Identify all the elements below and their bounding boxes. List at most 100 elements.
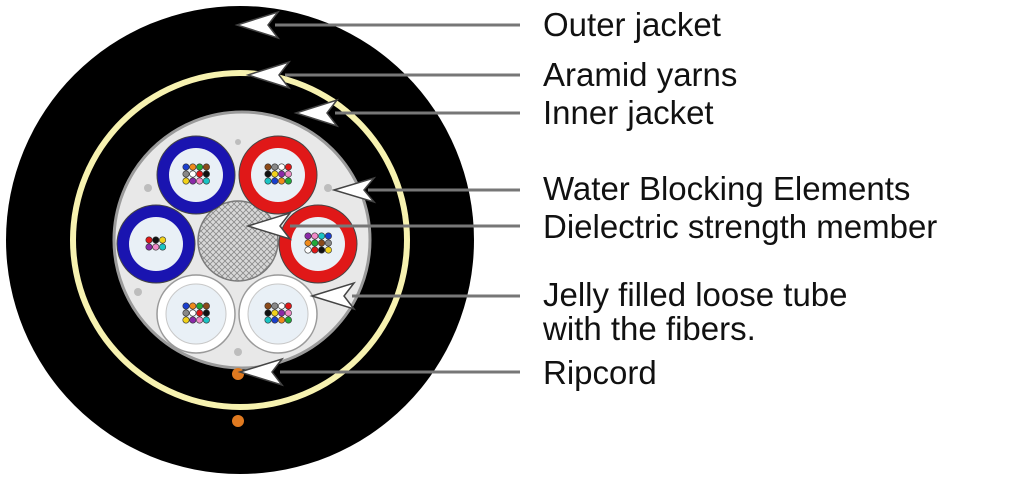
fiber: [182, 309, 190, 317]
fiber: [189, 163, 197, 171]
fiber: [271, 177, 279, 185]
fiber: [278, 309, 286, 317]
fiber: [271, 170, 279, 178]
fiber: [264, 309, 272, 317]
fiber: [284, 170, 292, 178]
fiber: [189, 309, 197, 317]
fiber: [159, 243, 167, 251]
arrowhead: [293, 98, 340, 128]
water-blocking-dot: [235, 139, 241, 145]
fiber: [196, 309, 204, 317]
fiber: [189, 302, 197, 310]
label-water-blocking-elements: Water Blocking Elements: [543, 170, 910, 207]
fiber: [318, 232, 326, 240]
fiber: [311, 232, 319, 240]
fiber: [189, 177, 197, 185]
loose-tube-red-right: [278, 204, 358, 284]
fiber: [264, 316, 272, 324]
arrowhead: [245, 211, 293, 241]
fiber: [311, 239, 319, 247]
water-blocking-dot: [144, 184, 152, 192]
fiber: [182, 163, 190, 171]
fiber: [196, 170, 204, 178]
fiber: [159, 236, 167, 244]
water-blocking-dot: [234, 348, 242, 356]
callout-leaders: [234, 10, 520, 387]
label-inner-jacket: Inner jacket: [543, 94, 714, 131]
arrowhead: [234, 10, 281, 40]
loose-tube-blue-top: [156, 135, 236, 215]
fiber: [324, 239, 332, 247]
water-blocking-dot: [324, 184, 332, 192]
fiber: [202, 302, 210, 310]
fiber: [271, 302, 279, 310]
fiber: [304, 232, 312, 240]
fiber: [196, 302, 204, 310]
label-loose-tube-line2: with the fibers.: [542, 310, 756, 347]
label-ripcord: Ripcord: [543, 354, 657, 391]
fiber: [311, 246, 319, 254]
fiber: [196, 316, 204, 324]
arrowhead: [331, 176, 377, 204]
arrowhead: [245, 60, 292, 90]
fiber: [145, 243, 153, 251]
fiber: [264, 302, 272, 310]
loose-tube-blue-left: [116, 204, 196, 284]
dielectric-strength-member: [197, 200, 279, 282]
fiber: [264, 163, 272, 171]
fiber: [324, 232, 332, 240]
water-blocking-dot: [134, 288, 142, 296]
label-aramid-yarns: Aramid yarns: [543, 56, 737, 93]
fiber: [145, 236, 153, 244]
fiber: [182, 302, 190, 310]
fiber: [182, 316, 190, 324]
fiber: [152, 236, 160, 244]
ripcord-outer: [232, 415, 244, 427]
fiber: [278, 163, 286, 171]
arrowhead: [309, 281, 357, 311]
fiber: [284, 309, 292, 317]
fiber: [284, 302, 292, 310]
fiber: [278, 177, 286, 185]
arrowhead: [237, 357, 285, 387]
fiber: [324, 246, 332, 254]
fiber: [202, 316, 210, 324]
fiber: [202, 177, 210, 185]
fiber: [278, 170, 286, 178]
fiber: [202, 309, 210, 317]
fiber: [196, 163, 204, 171]
fiber: [202, 170, 210, 178]
fiber: [304, 246, 312, 254]
fiber: [196, 177, 204, 185]
core-rim: [112, 110, 372, 370]
fiber: [264, 170, 272, 178]
label-dielectric-strength-member: Dielectric strength member: [543, 208, 937, 245]
fiber: [264, 177, 272, 185]
cable-cross-section: [6, 6, 474, 474]
fiber: [189, 170, 197, 178]
fiber: [284, 316, 292, 324]
callout-labels: Outer jacket Aramid yarns Inner jacket W…: [542, 6, 937, 391]
fiber: [271, 163, 279, 171]
loose-tube-white-left: [156, 274, 236, 354]
label-loose-tube-line1: Jelly filled loose tube: [543, 276, 848, 313]
label-outer-jacket: Outer jacket: [543, 6, 721, 43]
fiber: [284, 163, 292, 171]
fiber: [182, 177, 190, 185]
fiber: [189, 316, 197, 324]
fiber: [278, 316, 286, 324]
fiber: [182, 170, 190, 178]
fiber: [318, 239, 326, 247]
fiber: [202, 163, 210, 171]
fiber: [271, 309, 279, 317]
loose-tube-red-top: [238, 135, 318, 215]
fiber: [304, 239, 312, 247]
fiber: [152, 243, 160, 251]
loose-tube-white-right: [238, 274, 318, 354]
fiber: [278, 302, 286, 310]
fiber: [284, 177, 292, 185]
ripcord-inner: [232, 368, 244, 380]
fiber: [271, 316, 279, 324]
fiber: [318, 246, 326, 254]
